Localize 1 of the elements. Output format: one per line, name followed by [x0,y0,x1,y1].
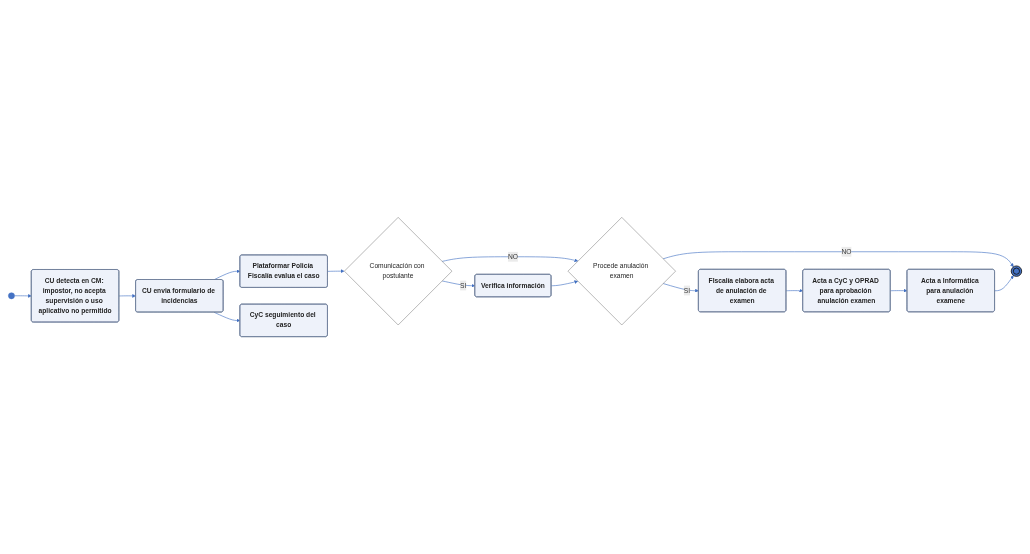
node-circle [8,292,15,300]
